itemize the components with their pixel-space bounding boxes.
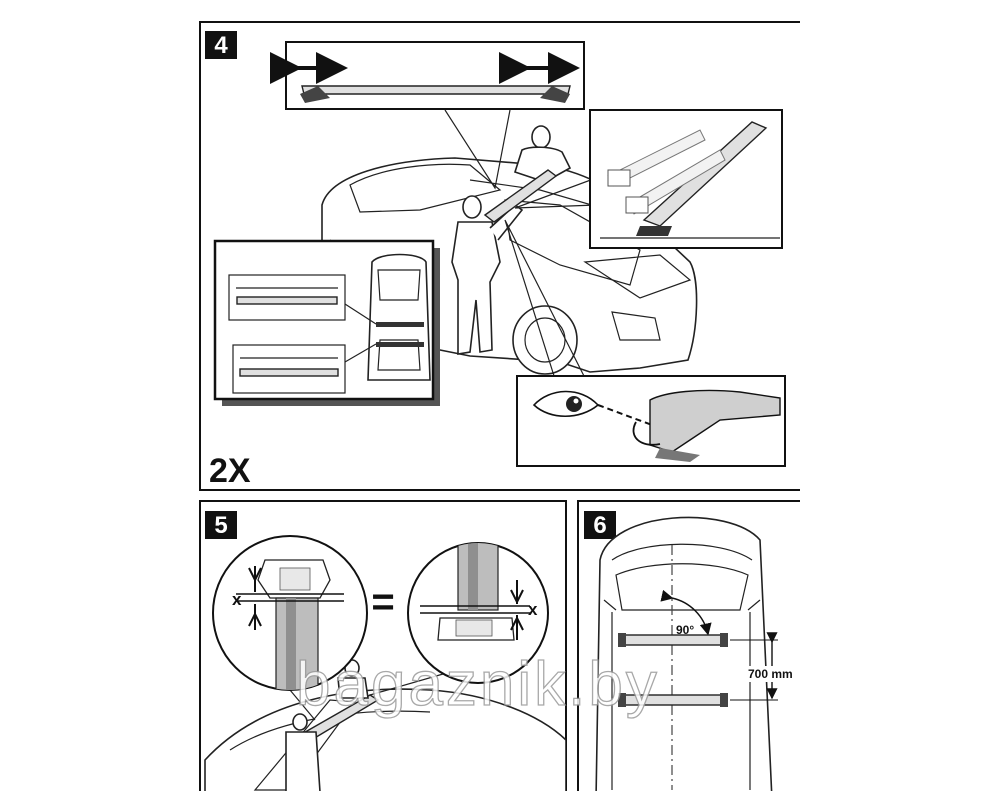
front-roof-bar: [621, 634, 725, 646]
spacing-label: 700 mm: [748, 667, 793, 681]
step-5-border: [199, 500, 567, 791]
angle-arc: [660, 589, 712, 636]
quantity-label: 2X: [209, 452, 251, 490]
step-4-panel: 4: [199, 21, 800, 491]
step-6-number-box: [584, 511, 616, 539]
bar-extension-callout: [270, 41, 585, 110]
step-4-border: [199, 21, 800, 491]
step-5-number-box: [205, 511, 237, 539]
step-6-border: [577, 500, 800, 791]
step-4-number: 4: [214, 32, 228, 59]
rail-foot-callout: [589, 109, 783, 249]
callout-top-pointer: [444, 109, 511, 190]
left-detail-circle: x: [212, 535, 368, 691]
step-6-panel: 6 90° 700 mm: [577, 500, 800, 791]
step-4-number-box: [205, 31, 237, 59]
eye-check-callout: [516, 375, 786, 467]
top-view-inset: [213, 239, 440, 406]
step-5-number: 5: [214, 512, 227, 539]
step-6-number: 6: [593, 512, 606, 539]
gap-arrow-down-icon: [510, 589, 524, 605]
gap-label-right: x: [528, 600, 538, 619]
equals-sign: =: [371, 580, 394, 624]
gap-label-left: x: [232, 590, 242, 609]
right-detail-circle: x: [407, 542, 549, 684]
car-top-view: [595, 516, 773, 791]
angle-label: 90°: [676, 623, 694, 637]
watermark: bagaznik.by: [296, 650, 660, 719]
roof-bar: [483, 169, 558, 223]
step-5-panel: 5: [199, 500, 567, 791]
gap-arrow-up-icon: [510, 615, 524, 631]
